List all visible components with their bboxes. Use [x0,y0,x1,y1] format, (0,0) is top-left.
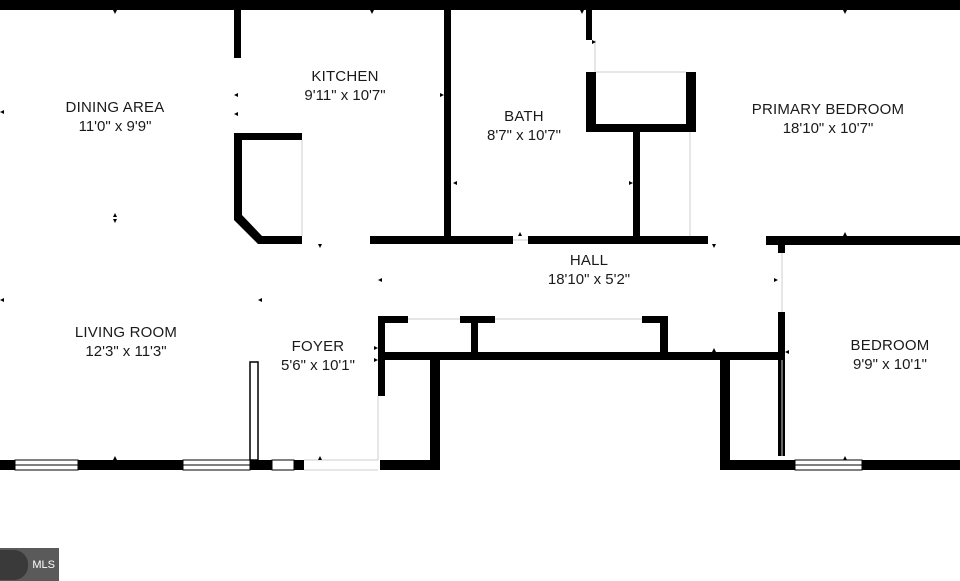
room-dimensions: 18'10" x 5'2" [547,271,631,288]
hall-wall-bottom [378,352,785,360]
exterior-wall-bottom-e [720,460,795,470]
room-name: DINING AREA [65,99,165,116]
room-label-dining: DINING AREA 11'0" x 9'9" [66,98,165,136]
kitchen-bath-divider [444,10,451,243]
foyer-wall-lower-left [378,356,385,396]
room-dimensions: 9'9" x 10'1" [853,356,927,373]
hall-wall-top-b [528,236,708,244]
room-name: PRIMARY BEDROOM [751,101,905,118]
hall-closet-right [660,316,668,356]
mls-badge-text: MLS [32,558,55,571]
kitchen-pantry-wall [234,133,302,244]
room-name: BEDROOM [850,337,930,354]
exterior-wall-bottom-d [294,460,304,470]
room-name: KITCHEN [311,68,379,85]
hall-closet-mid [471,316,478,356]
room-label-primary-bedroom: PRIMARY BEDROOM 18'10" x 10'7" [752,100,904,138]
foyer-side-panel [249,361,259,461]
exterior-wall-bottom-f [862,460,960,470]
room-label-foyer: FOYER 5'6" x 10'1" [281,337,355,375]
room-label-bath: BATH 8'7" x 10'7" [487,107,561,145]
room-dimensions: 11'0" x 9'9" [78,118,152,135]
kitchen-wall-left [234,10,241,58]
mls-watermark-badge: MLS [0,548,59,581]
exterior-wall-bottom-b [78,460,183,470]
room-name: FOYER [291,338,345,355]
hall-wall-right [778,243,785,253]
room-label-living-room: LIVING ROOM 12'3" x 11'3" [75,323,177,361]
room-name: LIVING ROOM [74,324,178,341]
bath-closet-wall [586,72,696,132]
bath-closet-stem [633,130,640,240]
foyer-wall-right [430,356,440,470]
room-name: BATH [504,108,544,125]
bedroom-wall-left [720,356,730,470]
hall-closet-top-c [642,316,668,323]
bath-door-jamb [586,10,592,40]
hall-closet-wall-left [378,316,385,360]
hall-wall-top-c [766,236,960,245]
window-foyer [271,459,295,471]
room-dimensions: 8'7" x 10'7" [487,127,561,144]
room-label-hall: HALL 18'10" x 5'2" [548,251,630,289]
room-dimensions: 18'10" x 10'7" [782,120,874,137]
room-label-bedroom: BEDROOM 9'9" x 10'1" [851,336,930,374]
hall-closet-top-a [378,316,408,323]
exterior-wall-bottom-a [0,460,15,470]
dimension-ticks [0,10,847,460]
exterior-wall-bottom-c [250,460,272,470]
room-dimensions: 5'6" x 10'1" [281,357,355,374]
hall-wall-top-a [370,236,513,244]
mls-logo-icon [0,550,28,580]
room-name: HALL [569,252,609,269]
room-dimensions: 9'11" x 10'7" [304,87,386,104]
foyer-wall-bottom [380,460,440,470]
room-label-kitchen: KITCHEN 9'11" x 10'7" [304,67,385,105]
exterior-wall-top [0,0,960,10]
room-dimensions: 12'3" x 11'3" [85,343,167,360]
hall-wall-right-lower [778,312,785,360]
